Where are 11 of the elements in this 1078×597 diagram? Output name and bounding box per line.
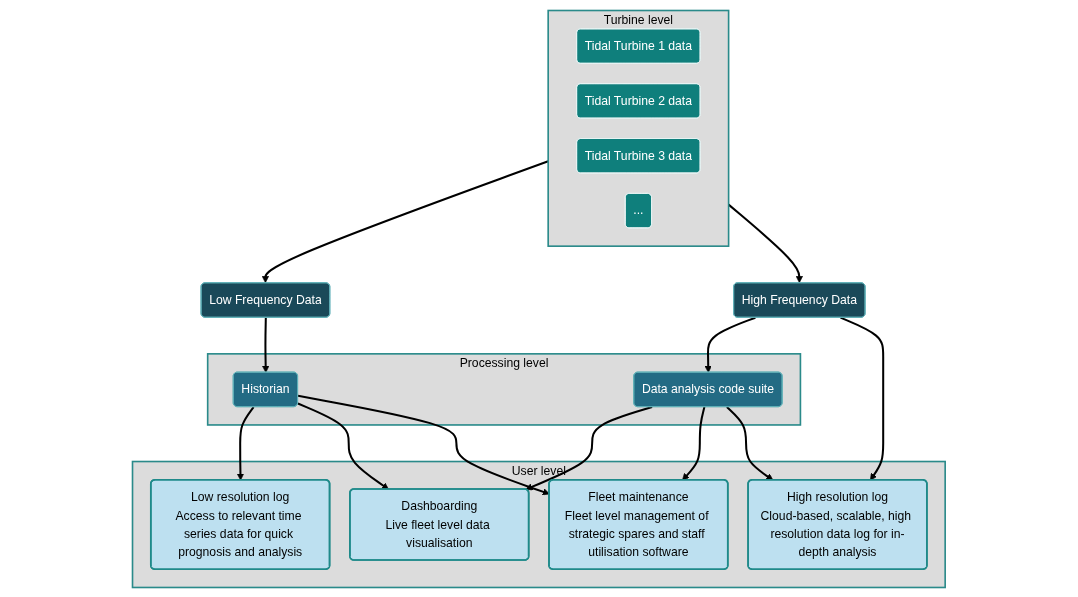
arrow — [262, 159, 549, 283]
arrow — [840, 316, 885, 481]
arrow — [297, 402, 390, 490]
arrow — [682, 406, 706, 481]
arrow — [525, 405, 653, 490]
arrow — [726, 405, 774, 481]
arrow — [704, 316, 756, 373]
arrow — [297, 394, 550, 495]
arrow — [728, 203, 804, 283]
arrow — [262, 317, 270, 373]
arrow — [237, 405, 255, 481]
